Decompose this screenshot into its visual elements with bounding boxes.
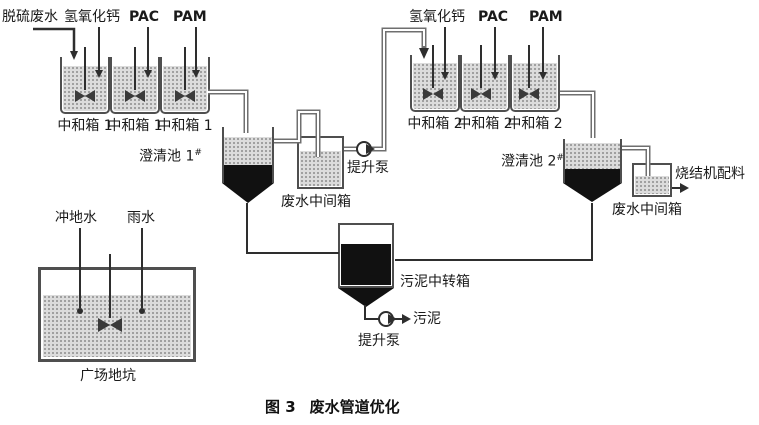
clarifier-2 [563, 139, 622, 183]
tank-liquid [413, 63, 457, 109]
figure-title: 废水管道优化 [309, 398, 400, 416]
label-sinter-batching: 烧结机配料 [675, 166, 745, 182]
arrow-right-icon [680, 183, 689, 193]
neutralization-tank-1a [60, 57, 110, 114]
label-pump-1: 提升泵 [347, 160, 389, 176]
label-pam-left: PAM [173, 9, 207, 25]
label-lime-left: 氢氧化钙 [64, 9, 120, 25]
label-intermediate-tank-1: 废水中间箱 [281, 194, 351, 210]
label-pump-2: 提升泵 [358, 333, 400, 349]
label-flush-water: 冲地水 [55, 210, 97, 226]
label-neutralization-tank-1c: 中和箱 1 [157, 118, 213, 134]
pit-water [43, 295, 191, 357]
arrow-right-icon [402, 314, 411, 324]
pump-direction-icon [388, 314, 397, 324]
label-clarifier-2: 澄清池 2# [501, 153, 564, 170]
label-rain-water: 雨水 [127, 210, 155, 226]
label-neutralization-tank-2c: 中和箱 2 [507, 116, 563, 132]
pipe-tank2c-to-clarifier2 [560, 90, 596, 138]
label-neutralization-tank-2a: 中和箱 2 [407, 116, 463, 132]
label-lime-right: 氢氧化钙 [409, 9, 465, 25]
clarifier-2-cone [563, 183, 622, 202]
tank-liquid [63, 66, 107, 111]
plaza-pit [38, 267, 196, 362]
label-desulf-wastewater: 脱硫废水 [2, 9, 58, 25]
neutralization-tank-2a [410, 55, 460, 112]
clarifier-2-sup: # [556, 153, 564, 163]
neutralization-tank-2c [510, 55, 560, 112]
label-intermediate-tank-2: 废水中间箱 [612, 202, 682, 218]
tank-liquid [463, 63, 507, 109]
intermediate-tank-1 [297, 136, 344, 189]
clarifier-1 [222, 127, 274, 183]
circle-pump-icon [378, 311, 394, 327]
sludge-transfer-tank [338, 223, 394, 288]
label-pac-right: PAC [478, 9, 509, 25]
label-neutralization-tank-1a: 中和箱 1 [57, 118, 113, 134]
label-neutralization-tank-1b: 中和箱 1 [107, 118, 163, 134]
neutralization-tank-1b [110, 57, 160, 114]
clarifier-sludge-layer [224, 165, 272, 183]
clarifier-water [224, 137, 272, 165]
label-clarifier-1: 澄清池 1# [139, 148, 202, 165]
label-sludge-transfer-tank: 污泥中转箱 [400, 274, 470, 290]
tank-liquid [300, 151, 341, 186]
neutralization-tank-2b [460, 55, 510, 112]
pump-direction-icon [366, 144, 375, 154]
clarifier-1-cone [222, 183, 274, 203]
flow-lines [33, 27, 76, 51]
label-sludge-out: 污泥 [413, 311, 441, 327]
line-sludge-to-pump2 [364, 305, 379, 320]
neutralization-tank-1c [160, 57, 210, 114]
sludge-tank-cone [338, 288, 394, 307]
tank-liquid [635, 176, 669, 194]
label-neutralization-tank-2b: 中和箱 2 [457, 116, 513, 132]
clarifier-sludge-layer [565, 169, 620, 183]
label-pam-right: PAM [529, 9, 563, 25]
figure-caption: 图 3 废水管道优化 [265, 396, 400, 417]
clarifier-1-sup: # [194, 148, 202, 158]
line-desulf-inflow [33, 27, 76, 51]
tank-liquid [513, 63, 557, 109]
tank-liquid [113, 66, 157, 111]
sludge-fill [341, 244, 391, 285]
label-pac-left: PAC [129, 9, 160, 25]
circle-pump-icon [356, 141, 372, 157]
figure-number: 图 3 [265, 398, 296, 416]
intermediate-tank-2 [632, 163, 672, 197]
line-clarifier2-underflow [395, 203, 593, 261]
label-plaza-pit: 广场地坑 [80, 368, 136, 384]
clarifier-water [565, 143, 620, 169]
tank-liquid [163, 66, 207, 111]
